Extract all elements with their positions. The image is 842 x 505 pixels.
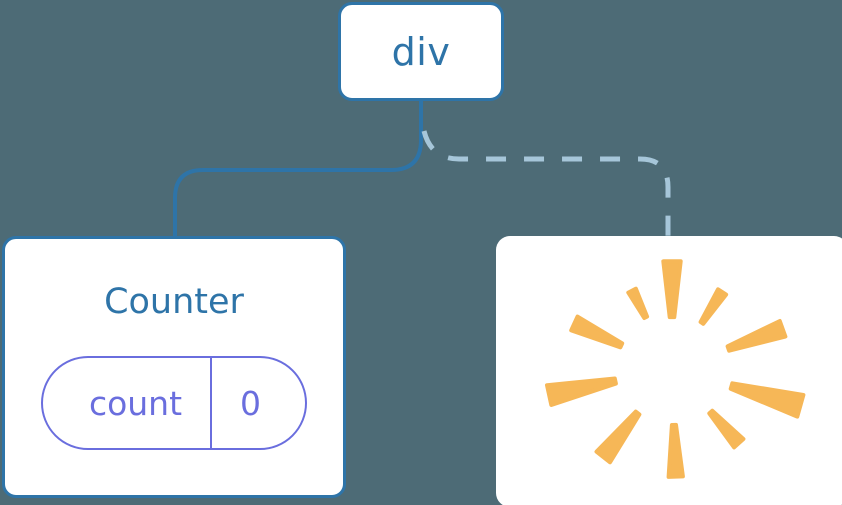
- burst-ray-2: [725, 319, 788, 353]
- burst-ray-5: [666, 422, 685, 479]
- burst-ray-group: [545, 259, 806, 479]
- burst-ray-9: [626, 286, 650, 320]
- burst-ray-6: [594, 409, 642, 465]
- sparkle-burst-icon: [545, 259, 806, 479]
- node-counter[interactable]: Counter count 0: [2, 236, 346, 498]
- state-pill-key: count: [88, 383, 183, 423]
- node-div-label: div: [391, 29, 451, 74]
- state-pill-value: 0: [240, 383, 262, 423]
- node-burst[interactable]: [496, 236, 842, 505]
- edge-root-burst: [421, 130, 671, 238]
- burst-ray-0: [661, 259, 683, 320]
- node-div[interactable]: div: [338, 2, 504, 101]
- state-pill-count[interactable]: count 0: [40, 356, 308, 450]
- node-counter-label: Counter: [104, 282, 244, 322]
- burst-ray-8: [569, 314, 625, 350]
- edge-root-counter: [173, 99, 423, 238]
- state-pill-divider: [210, 358, 213, 448]
- burst-ray-1: [698, 287, 729, 326]
- burst-ray-7: [545, 376, 618, 407]
- burst-ray-4: [707, 408, 746, 450]
- burst-ray-3: [728, 381, 806, 419]
